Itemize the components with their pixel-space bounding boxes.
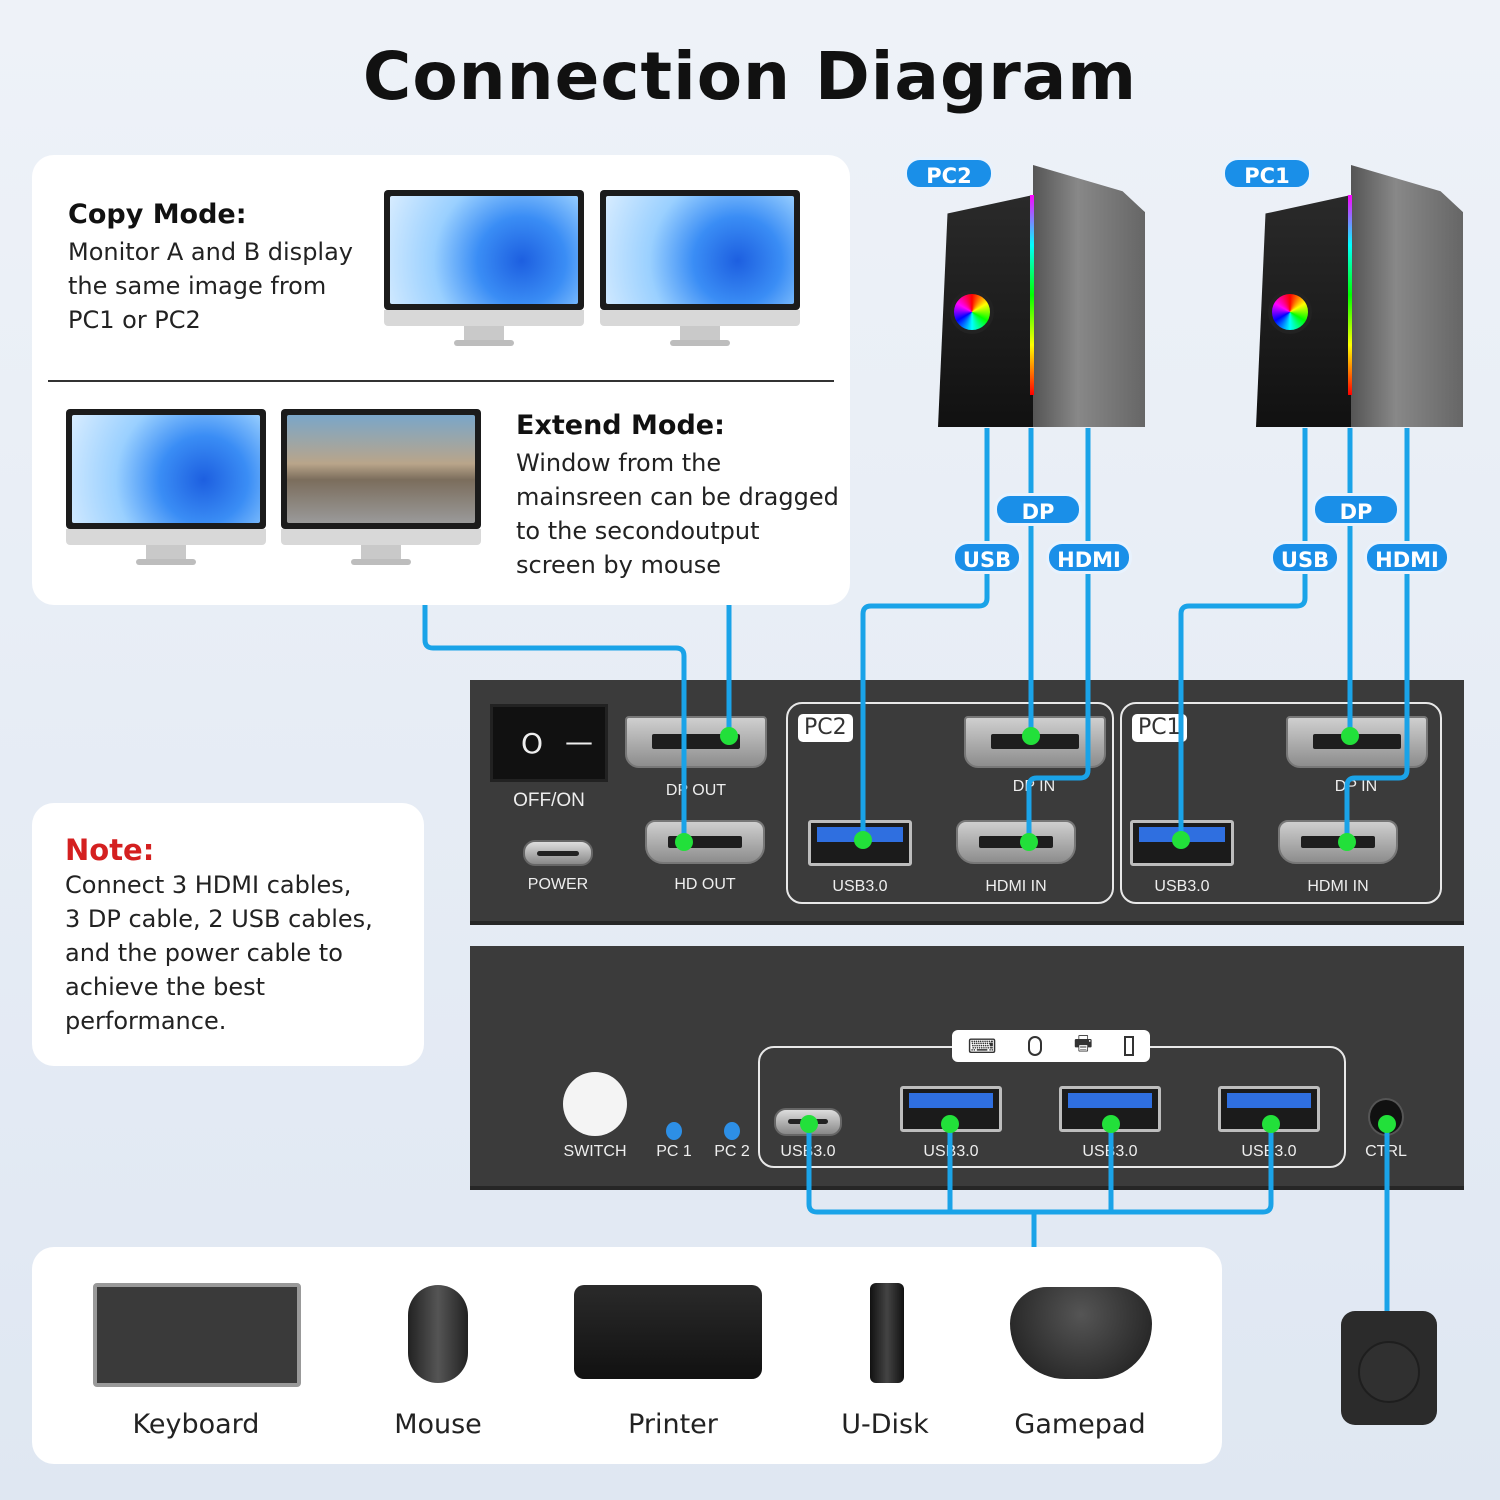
- pc2-usb-cable-label: USB: [952, 541, 1022, 574]
- pc1-led-label: PC 1: [656, 1143, 692, 1160]
- page-title: Connection Diagram: [362, 38, 1138, 115]
- power-switch[interactable]: O —: [490, 704, 608, 782]
- pc1-led: [666, 1122, 682, 1140]
- pc1-label: PC1: [1222, 157, 1312, 190]
- modes-card: Copy Mode: Monitor A and B display the s…: [32, 155, 850, 605]
- pc1-group-label: PC1: [1132, 714, 1187, 742]
- front-panel: SWITCH PC 1 PC 2 ⌨ 🖶 USB3.0 USB3.0 USB3.…: [470, 946, 1464, 1190]
- note-text: achieve the best: [65, 973, 266, 1001]
- pc2-dp-in-port: [964, 716, 1106, 768]
- pc2-usb-port: [808, 820, 912, 866]
- hd-out-label: HD OUT: [674, 876, 736, 893]
- cable-pc2-usb: [860, 428, 990, 840]
- connector-dot: [1341, 727, 1359, 745]
- pc1-hdmi-in-label: HDMI IN: [1307, 878, 1369, 895]
- pc2-usb-label: USB3.0: [832, 878, 888, 895]
- power-port: [523, 840, 593, 866]
- pc2-hdmi-cable-label: HDMI: [1046, 541, 1132, 574]
- dp-out-port: [625, 716, 767, 768]
- pc2-label: PC2: [904, 157, 994, 190]
- pc2-tower: [938, 165, 1145, 433]
- extend-mode-text: screen by mouse: [516, 551, 722, 579]
- copy-mode-text: the same image from: [68, 272, 327, 300]
- pc2-hdmi-in-label: HDMI IN: [985, 878, 1047, 895]
- pc1-tower: [1256, 165, 1463, 433]
- connector-dot: [1172, 831, 1190, 849]
- cable-pc1-hdmi: [1344, 428, 1410, 842]
- connector-dot: [675, 833, 693, 851]
- note-text: Connect 3 HDMI cables,: [65, 871, 352, 899]
- printer-icon: 🖶: [1073, 1031, 1093, 1055]
- pc2-dp-in-label: DP IN: [1012, 778, 1056, 795]
- connector-dot: [854, 831, 872, 849]
- copy-mode-heading: Copy Mode:: [68, 199, 247, 230]
- pc1-dp-cable-label: DP: [1312, 493, 1400, 526]
- printer-image: [574, 1285, 762, 1379]
- pc2-led-label: PC 2: [714, 1143, 750, 1160]
- extend-mode-text: Window from the: [516, 449, 722, 477]
- keyboard-image: [93, 1283, 301, 1387]
- pc1-hdmi-cable-label: HDMI: [1364, 541, 1450, 574]
- note-text: performance.: [65, 1007, 227, 1035]
- pc2-dp-cable-label: DP: [994, 493, 1082, 526]
- peripheral-label-u-disk: U-Disk: [841, 1409, 929, 1440]
- extend-mode-heading: Extend Mode:: [516, 410, 725, 441]
- cable-pc2-hdmi: [1026, 428, 1091, 842]
- connector-dot: [941, 1115, 959, 1133]
- peripheral-label-mouse: Mouse: [394, 1409, 482, 1440]
- usb-drive-icon: [1124, 1036, 1135, 1056]
- mouse-icon: [1028, 1036, 1043, 1056]
- connector-dot: [1020, 833, 1038, 851]
- copy-mode-text: Monitor A and B display: [68, 238, 353, 266]
- usb-a-port: [900, 1086, 1002, 1132]
- off-symbol: O: [521, 727, 544, 760]
- connector-dot: [1338, 833, 1356, 851]
- cable-pc1-usb: [1178, 428, 1308, 840]
- copy-mode-text: PC1 or PC2: [68, 306, 201, 334]
- note-text: 3 DP cable, 2 USB cables,: [65, 905, 373, 933]
- extend-mode-text: mainsreen can be dragged: [516, 483, 839, 511]
- switch-button[interactable]: [563, 1072, 627, 1136]
- connector-dot: [800, 1115, 818, 1133]
- peripheral-label-keyboard: Keyboard: [132, 1409, 260, 1440]
- switch-label: SWITCH: [563, 1143, 627, 1160]
- note-heading: Note:: [65, 833, 155, 867]
- power-label: POWER: [527, 876, 589, 893]
- u-disk-image: [870, 1283, 904, 1383]
- note-text: and the power cable to: [65, 939, 343, 967]
- connector-dot: [720, 727, 738, 745]
- connector-dot: [1378, 1115, 1396, 1133]
- divider: [48, 380, 834, 382]
- peripherals-card: Keyboard Mouse Printer U-Disk Gamepad: [32, 1247, 1222, 1464]
- note-card: Note: Connect 3 HDMI cables, 3 DP cable,…: [32, 803, 424, 1066]
- mouse-image: [408, 1285, 468, 1383]
- connector-dot: [1022, 727, 1040, 745]
- extend-mode-text: to the secondoutput: [516, 517, 760, 545]
- cable-hdmi-monitor: [422, 605, 687, 842]
- pc1-dp-in-port: [1286, 716, 1428, 768]
- pc1-usb-cable-label: USB: [1270, 541, 1340, 574]
- peripheral-label-gamepad: Gamepad: [1014, 1409, 1146, 1440]
- cable-usb-hub: [806, 1124, 1274, 1247]
- connector-dot: [1102, 1115, 1120, 1133]
- keyboard-icon: ⌨: [967, 1034, 997, 1058]
- connector-dot: [1262, 1115, 1280, 1133]
- ctrl-remote-button[interactable]: [1341, 1311, 1437, 1425]
- power-switch-label: OFF/ON: [513, 790, 585, 811]
- on-symbol: —: [565, 725, 593, 758]
- peripheral-label-printer: Printer: [628, 1409, 718, 1440]
- gamepad-image: [1010, 1287, 1152, 1379]
- pc2-group-label: PC2: [798, 714, 853, 742]
- pc2-led: [724, 1122, 740, 1140]
- pc1-usb-label: USB3.0: [1154, 878, 1210, 895]
- dp-out-label: DP OUT: [665, 782, 727, 799]
